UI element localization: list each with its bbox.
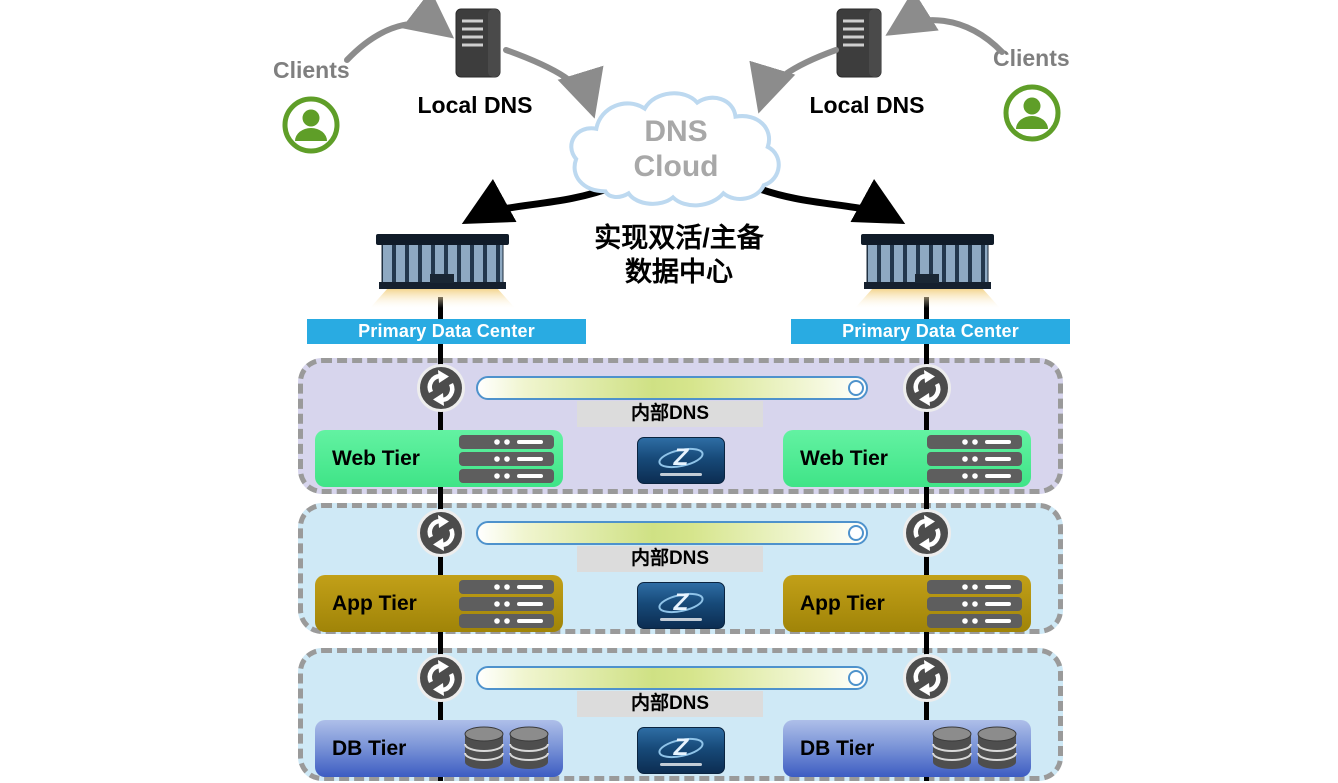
appliance-brand-mark (660, 473, 702, 476)
sync-icon (902, 653, 952, 703)
app-tier-box-right: App Tier (783, 575, 1031, 632)
sync-icon (416, 363, 466, 413)
server-stack-icon (459, 579, 554, 629)
zdns-appliance-icon: Z (637, 727, 725, 774)
sync-icon (902, 508, 952, 558)
sync-icon (902, 363, 952, 413)
caption-line2: 数据中心 (625, 257, 733, 287)
internal-dns-label: 内部DNS (577, 691, 763, 717)
datacenter-building-icon-right (855, 230, 1000, 308)
tier-box-label: DB Tier (332, 736, 407, 760)
clients-label-right: Clients (993, 45, 1070, 71)
database-cylinders-icon (927, 724, 1022, 774)
datacenter-banner-right: Primary Data Center (791, 319, 1070, 344)
caption: 实现双活/主备 数据中心 (538, 221, 820, 289)
cloud-title: DNS Cloud (560, 114, 792, 184)
appliance-logo-letter: Z (673, 734, 689, 761)
local-dns-label-left: Local DNS (417, 92, 533, 118)
arrow-clients-to-localdns-right (885, 0, 1005, 55)
tier-box-label: App Tier (332, 591, 417, 615)
tier-app: 内部DNS App Tier Z App Tier (298, 503, 1063, 634)
server-stack-icon (459, 434, 554, 484)
datacenter-banner-left: Primary Data Center (307, 319, 586, 344)
server-stack-icon (927, 434, 1022, 484)
clients-label-left: Clients (273, 57, 350, 83)
database-cylinders-icon (459, 724, 554, 774)
db-tier-box-left: DB Tier (315, 720, 563, 777)
replication-pill-bar (476, 666, 868, 690)
appliance-brand-mark (660, 618, 702, 621)
db-tier-box-right: DB Tier (783, 720, 1031, 777)
web-tier-box-left: Web Tier (315, 430, 563, 487)
logo-swoosh (658, 447, 704, 469)
tier-box-label: Web Tier (800, 446, 888, 470)
tier-box-label: Web Tier (332, 446, 420, 470)
cloud-title-line2: Cloud (633, 150, 719, 183)
tier-box-label: DB Tier (800, 736, 875, 760)
pill-end-dot (848, 525, 864, 541)
local-dns-label-right: Local DNS (809, 92, 925, 118)
tier-web: 内部DNS Web Tier Z Web Tier (298, 358, 1063, 494)
local-dns-server-icon-right (836, 8, 882, 78)
web-tier-box-right: Web Tier (783, 430, 1031, 487)
datacenter-building-icon-left (370, 230, 515, 308)
tier-box-label: App Tier (800, 591, 885, 615)
pill-end-dot (848, 670, 864, 686)
tier-db: 内部DNS DB Tier Z DB Tier (298, 648, 1063, 781)
zdns-appliance-icon: Z (637, 437, 725, 484)
dns-cloud: DNS Cloud (560, 86, 792, 220)
sync-icon (416, 508, 466, 558)
logo-swoosh (658, 737, 704, 759)
arrow-clients-to-localdns-left (344, 0, 455, 63)
replication-pill-bar (476, 376, 868, 400)
logo-swoosh (658, 592, 704, 614)
local-dns-server-icon-left (455, 8, 501, 78)
internal-dns-label: 内部DNS (577, 401, 763, 427)
zdns-appliance-icon: Z (637, 582, 725, 629)
internal-dns-label: 内部DNS (577, 546, 763, 572)
appliance-logo-letter: Z (673, 589, 689, 616)
replication-pill-bar (476, 521, 868, 545)
caption-line1: 实现双活/主备 (594, 223, 764, 253)
client-person-icon-left (281, 95, 341, 155)
appliance-brand-mark (660, 763, 702, 766)
client-person-icon-right (1002, 83, 1062, 143)
appliance-logo-letter: Z (673, 444, 689, 471)
sync-icon (416, 653, 466, 703)
pill-end-dot (848, 380, 864, 396)
server-stack-icon (927, 579, 1022, 629)
app-tier-box-left: App Tier (315, 575, 563, 632)
cloud-title-line1: DNS (644, 115, 708, 148)
cloud-shape (569, 91, 781, 208)
